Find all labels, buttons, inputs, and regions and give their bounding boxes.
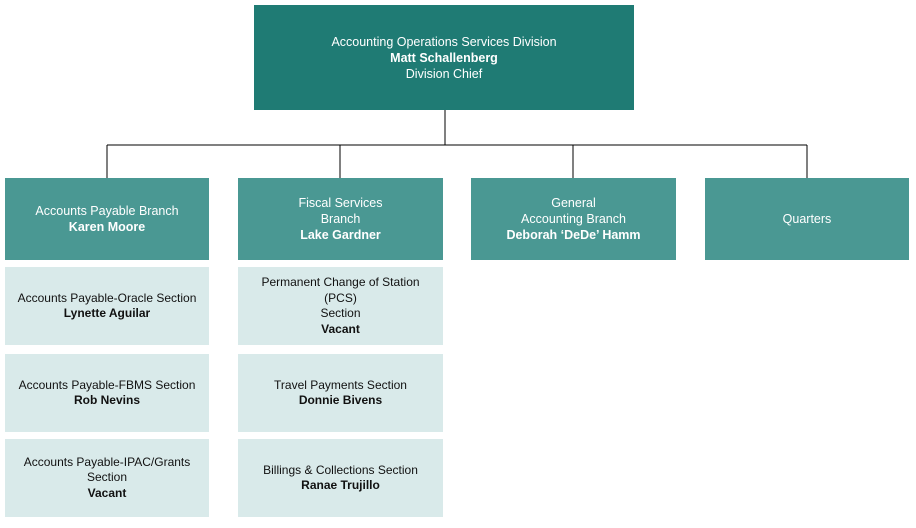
section-chief-name: Rob Nevins [73, 393, 140, 407]
section-travel-payments: Travel Payments Section Donnie Bivens [238, 354, 443, 432]
branch-title: Quarters [782, 212, 832, 226]
division-chief-name: Matt Schallenberg [390, 50, 498, 65]
branch-accounts-payable: Accounts Payable Branch Karen Moore [5, 178, 209, 260]
section-chief-name: Ranae Trujillo [301, 478, 380, 492]
division-box: Accounting Operations Services Division … [254, 5, 634, 110]
branch-chief-name: Karen Moore [68, 220, 146, 234]
division-title: Accounting Operations Services Division [331, 34, 557, 49]
branch-title: Accounts Payable Branch [35, 204, 179, 218]
section-title-line2: Section [320, 306, 361, 320]
branch-title: General [551, 196, 596, 210]
branch-fiscal-services: Fiscal Services Branch Lake Gardner [238, 178, 443, 260]
section-ap-oracle: Accounts Payable-Oracle Section Lynette … [5, 267, 209, 345]
section-billings-collections: Billings & Collections Section Ranae Tru… [238, 439, 443, 517]
section-title-line2: Section [86, 470, 128, 485]
branch-general-accounting: General Accounting Branch Deborah ‘DeDe’… [471, 178, 676, 260]
branch-quarters: Quarters [705, 178, 909, 260]
section-title: Billings & Collections Section [263, 462, 418, 477]
section-chief-name: Lynette Aguilar [63, 306, 151, 320]
branch-chief-name: Deborah ‘DeDe’ Hamm [506, 228, 641, 242]
branch-title-line2: Accounting Branch [521, 212, 626, 226]
section-chief-name: Vacant [321, 321, 360, 336]
section-chief-name: Vacant [87, 485, 127, 500]
section-title: Travel Payments Section [274, 377, 407, 392]
branch-chief-name: Lake Gardner [300, 228, 381, 242]
branch-title: Fiscal Services [298, 196, 383, 210]
section-title: Accounts Payable-FBMS Section [18, 377, 196, 392]
section-ap-ipac-grants: Accounts Payable-IPAC/Grants Section Vac… [5, 439, 209, 517]
section-chief-name: Donnie Bivens [298, 393, 383, 407]
section-pcs: Permanent Change of Station (PCS) Sectio… [238, 267, 443, 345]
division-role: Division Chief [405, 66, 483, 81]
section-title: Accounts Payable-IPAC/Grants [23, 454, 191, 469]
section-title: Permanent Change of Station (PCS) [261, 275, 420, 305]
section-title: Accounts Payable-Oracle Section [17, 290, 197, 305]
section-ap-fbms: Accounts Payable-FBMS Section Rob Nevins [5, 354, 209, 432]
branch-title-line2: Branch [320, 212, 361, 226]
